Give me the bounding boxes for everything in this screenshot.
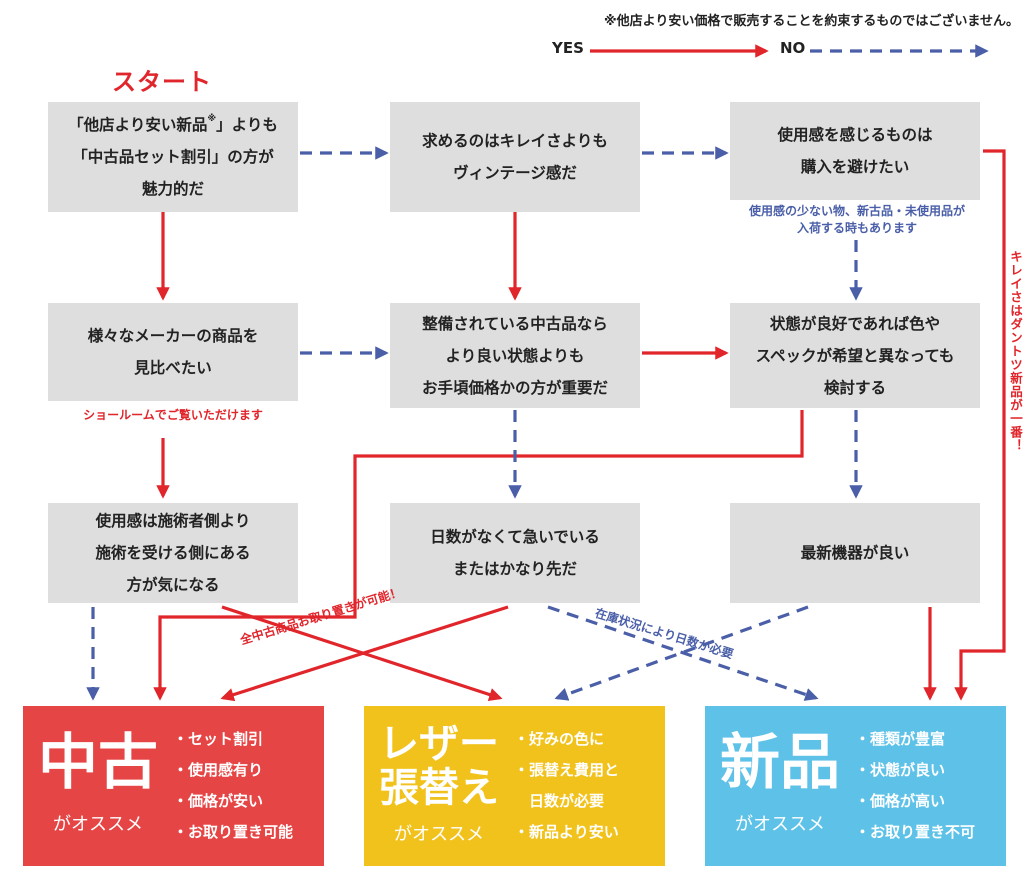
- feature-item: ・お取り置き不可: [855, 823, 976, 841]
- result-used: 中古 がオススメ ・セット割引 ・使用感有り ・価格が安い ・お取り置き可能: [23, 706, 324, 866]
- question-q3: 使用感を感じるものは 購入を避けたい: [730, 102, 980, 200]
- q4-note: ショールームでご覧いただけます: [83, 408, 263, 422]
- arrow-q6-used: [153, 410, 804, 701]
- result-new: 新品 がオススメ ・種類が豊富 ・状態が良い ・価格が高い ・お取り置き不可: [705, 706, 1006, 866]
- legend-no-label: NO: [780, 39, 806, 57]
- question-q1: 「他店より安い新品※」よりも 「中古品セット割引」の方が 魅力的だ: [48, 102, 298, 212]
- q3-note: 使用感の少ない物、新古品・未使用品が 入荷する時もあります: [748, 204, 965, 235]
- question-q4: 様々なメーカーの商品を 見比べたい: [48, 303, 298, 401]
- question-q2: 求めるのはキレイさよりも ヴィンテージ感だ: [390, 102, 640, 212]
- result-leather-title: レザー 張替え: [379, 721, 499, 811]
- feature-item: ・価格が高い: [855, 792, 946, 810]
- feature-item: ・お取り置き可能: [173, 823, 294, 841]
- result-used-features: ・セット割引 ・使用感有り ・価格が安い ・お取り置き可能: [173, 724, 293, 848]
- result-leather-subtitle: がオススメ: [394, 824, 484, 845]
- legend-yes-label: YES: [552, 39, 584, 57]
- question-q8: 日数がなくて急いでいる またはかなり先だ: [390, 503, 640, 603]
- result-new-subtitle: がオススメ: [735, 814, 825, 835]
- result-leather-features: ・好みの色に ・張替え費用と 日数が必要 ・新品より安い: [514, 724, 619, 848]
- feature-item: ・新品より安い: [514, 823, 619, 841]
- side-note-red: キレイさはダントツ新品が一番！: [1008, 250, 1023, 453]
- result-used-subtitle: がオススメ: [53, 814, 143, 835]
- feature-item: ・使用感有り: [173, 761, 264, 779]
- question-q6: 状態が良好であれば色や スペックが希望と異なっても 検討する: [730, 303, 980, 408]
- arrow-q8-new: [547, 605, 819, 701]
- result-new-title: 新品: [720, 728, 840, 798]
- disclaimer-note: ※他店より安い価格で販売することを約束するものではございません。: [604, 14, 1019, 29]
- arrow-q3-new: [954, 149, 1006, 701]
- feature-item: ・張替え費用と: [514, 761, 620, 779]
- arrow-q8-used: [220, 605, 509, 702]
- feature-item: 日数が必要: [514, 792, 605, 810]
- question-q9: 最新機器が良い: [730, 503, 980, 603]
- result-used-title: 中古: [38, 728, 158, 798]
- feature-item: ・セット割引: [173, 730, 264, 748]
- result-leather: レザー 張替え がオススメ ・好みの色に ・張替え費用と 日数が必要 ・新品より…: [364, 706, 665, 866]
- feature-item: ・価格が安い: [173, 792, 264, 810]
- question-q5: 整備されている中古品なら より良い状態よりも お手頃価格かの方が重要だ: [390, 303, 640, 408]
- feature-item: ・状態が良い: [855, 761, 946, 779]
- feature-item: ・好みの色に: [514, 730, 605, 748]
- start-label: スタート: [112, 68, 212, 96]
- feature-item: ・種類が豊富: [855, 730, 946, 748]
- arrow-q9-leather: [554, 605, 809, 701]
- question-q7: 使用感は施術者側より 施術を受ける側にある 方が気になる: [48, 503, 298, 603]
- result-new-features: ・種類が豊富 ・状態が良い ・価格が高い ・お取り置き不可: [855, 724, 975, 848]
